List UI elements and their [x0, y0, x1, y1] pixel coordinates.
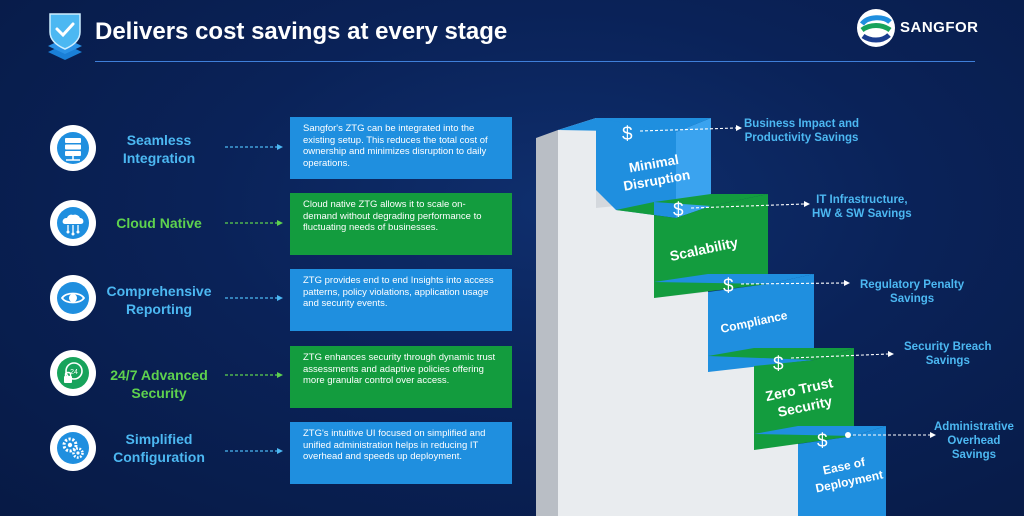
feature-arrow	[225, 372, 283, 378]
saving-label: IT Infrastructure,HW & SW Savings	[812, 194, 912, 220]
sangfor-logo-icon	[857, 9, 895, 47]
brand-name: SANGFOR	[900, 19, 979, 36]
feature-description: ZTG provides end to end Insights into ac…	[290, 269, 512, 331]
dollar-icon: $	[622, 124, 633, 145]
eye-icon	[50, 275, 96, 321]
svg-text:24: 24	[70, 369, 78, 376]
dollar-icon: $	[673, 200, 684, 221]
feature-description: ZTG's intuitive UI focused on simplified…	[290, 422, 512, 484]
feature-description: Cloud native ZTG allows it to scale on-d…	[290, 193, 512, 255]
feature-description: ZTG enhances security through dynamic tr…	[290, 346, 512, 408]
page-title: Delivers cost savings at every stage	[95, 18, 508, 45]
saving-connector-head	[736, 125, 936, 438]
feature-description: Sangfor's ZTG can be integrated into the…	[290, 117, 512, 179]
dollar-icon: $	[723, 276, 734, 297]
feature-arrow	[225, 220, 283, 226]
gears-icon	[50, 425, 96, 471]
dollar-icon: $	[817, 431, 828, 452]
feature-arrow	[225, 144, 283, 150]
cloud-icon	[50, 200, 96, 246]
feature-label-cloud-native: Cloud Native	[116, 215, 202, 231]
dollar-icon: $	[773, 354, 784, 375]
staircase-diagram: $ $ $ $ $ Minimal Disruption Scalability…	[536, 118, 936, 516]
feature-arrow	[225, 448, 283, 454]
feature-arrow	[225, 295, 283, 301]
connector-dot	[845, 432, 851, 438]
shield-logo-icon	[48, 13, 82, 60]
clock-lock-icon: 24	[50, 350, 96, 396]
header-divider	[95, 61, 975, 62]
saving-connector	[639, 127, 930, 436]
server-icon	[50, 125, 96, 171]
